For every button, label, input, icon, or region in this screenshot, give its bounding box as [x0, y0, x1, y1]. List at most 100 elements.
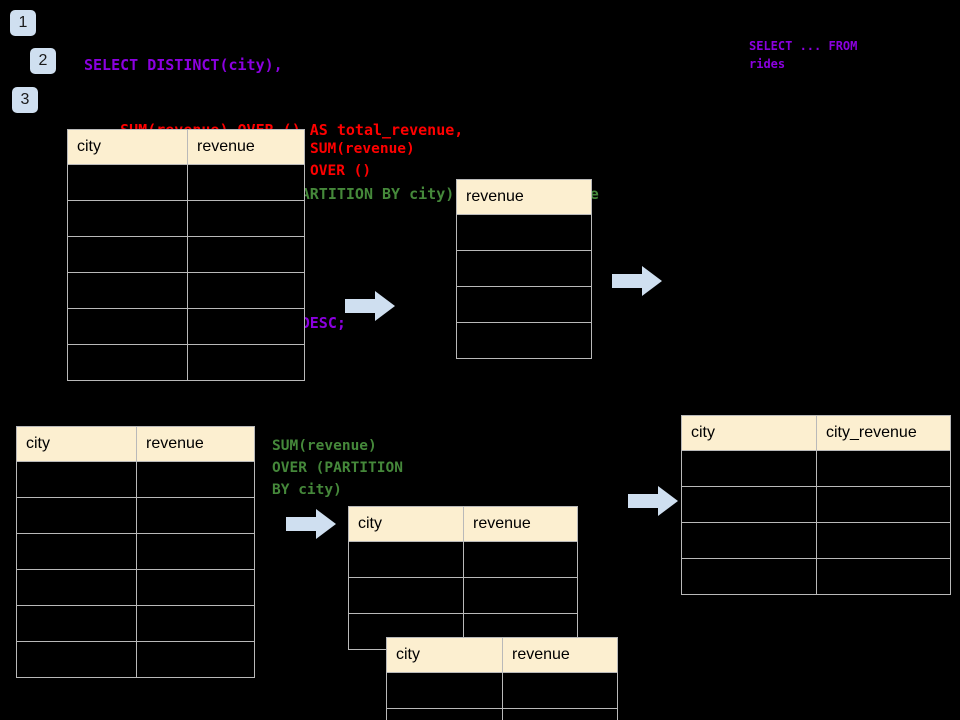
cell-revenue	[456, 250, 592, 287]
table-row	[67, 344, 305, 381]
table-row	[348, 577, 578, 614]
cell-city	[67, 200, 188, 237]
cell-revenue	[187, 308, 305, 345]
table-header-row: city revenue	[67, 129, 305, 165]
table-row	[67, 308, 305, 345]
column-header-city: city	[681, 415, 817, 451]
cell-city	[16, 497, 137, 534]
step-badge-2: 2	[30, 48, 56, 74]
table-header-row: city revenue	[386, 637, 618, 673]
table-header-row: city city_revenue	[681, 415, 951, 451]
table-header-row: city revenue	[16, 426, 255, 462]
cell-city	[16, 641, 137, 678]
table-row	[681, 450, 951, 487]
cell-city-revenue	[816, 450, 951, 487]
cell-revenue	[502, 672, 618, 709]
step-badge-1: 1	[10, 10, 36, 36]
column-header-revenue: revenue	[463, 506, 578, 542]
result-table: city city_revenue	[681, 415, 951, 595]
table-row	[456, 322, 592, 359]
cell-revenue	[136, 569, 255, 606]
table-row	[67, 200, 305, 237]
cell-city	[16, 533, 137, 570]
column-header-city: city	[348, 506, 464, 542]
table-row	[681, 522, 951, 559]
rides-source-table-top: city revenue	[67, 129, 305, 381]
column-header-revenue: revenue	[502, 637, 618, 673]
table-row	[16, 641, 255, 678]
column-header-city-revenue: city_revenue	[816, 415, 951, 451]
cell-city	[67, 308, 188, 345]
table-row	[681, 486, 951, 523]
table-row	[16, 605, 255, 642]
column-header-city: city	[67, 129, 188, 165]
cell-city	[386, 708, 503, 720]
cell-city	[16, 461, 137, 498]
arrow-partition-to-result	[628, 486, 678, 516]
table-row	[67, 236, 305, 273]
sql-line-1: SELECT DISTINCT(city),	[84, 56, 283, 74]
table-row	[456, 214, 592, 251]
table-row	[67, 164, 305, 201]
table-row	[681, 558, 951, 595]
cell-revenue	[456, 286, 592, 323]
table-header-row: city revenue	[348, 506, 578, 542]
cell-revenue	[187, 236, 305, 273]
cell-city-revenue	[816, 486, 951, 523]
cell-city	[386, 672, 503, 709]
cell-revenue	[456, 322, 592, 359]
cell-city	[681, 522, 817, 559]
table-row	[16, 461, 255, 498]
step-badge-3: 3	[12, 87, 38, 113]
table-row	[16, 533, 255, 570]
cell-city	[348, 541, 464, 578]
cell-revenue	[136, 641, 255, 678]
cell-city	[67, 344, 188, 381]
annotation-sum-over-empty: SUM(revenue) OVER ()	[310, 141, 415, 179]
column-header-city: city	[16, 426, 137, 462]
partition-group-table-front: city revenue	[386, 637, 618, 720]
cell-revenue	[136, 605, 255, 642]
cell-city-revenue	[816, 522, 951, 559]
table-row	[386, 708, 618, 720]
table-row	[67, 272, 305, 309]
partition-group-table-back: city revenue	[348, 506, 578, 650]
table-row	[16, 497, 255, 534]
column-header-revenue: revenue	[187, 129, 305, 165]
cell-revenue	[502, 708, 618, 720]
arrow-rides-to-partition	[286, 509, 336, 539]
cell-revenue	[187, 344, 305, 381]
cell-revenue	[136, 533, 255, 570]
cell-revenue	[463, 577, 578, 614]
select-from-rides-note: SELECT ... FROM rides	[749, 39, 858, 71]
cell-city	[67, 236, 188, 273]
table-row	[16, 569, 255, 606]
cell-revenue	[463, 541, 578, 578]
cell-city	[681, 486, 817, 523]
cell-revenue	[187, 164, 305, 201]
cell-city	[16, 605, 137, 642]
annotation-sum-over-partition: SUM(revenue) OVER (PARTITION BY city)	[272, 438, 403, 498]
total-revenue-table: revenue	[456, 179, 592, 359]
cell-revenue	[187, 272, 305, 309]
cell-city-revenue	[816, 558, 951, 595]
table-row	[456, 250, 592, 287]
cell-city	[348, 577, 464, 614]
column-header-revenue: revenue	[136, 426, 255, 462]
column-header-city: city	[386, 637, 503, 673]
arrow-total-revenue-to-result	[612, 266, 662, 296]
cell-city	[681, 450, 817, 487]
cell-city	[16, 569, 137, 606]
cell-revenue	[456, 214, 592, 251]
column-header-revenue: revenue	[456, 179, 592, 215]
cell-revenue	[136, 497, 255, 534]
cell-revenue	[187, 200, 305, 237]
cell-city	[681, 558, 817, 595]
cell-city	[67, 272, 188, 309]
table-header-row: revenue	[456, 179, 592, 215]
table-row	[456, 286, 592, 323]
rides-source-table-bottom: city revenue	[16, 426, 255, 678]
cell-revenue	[136, 461, 255, 498]
table-row	[348, 541, 578, 578]
